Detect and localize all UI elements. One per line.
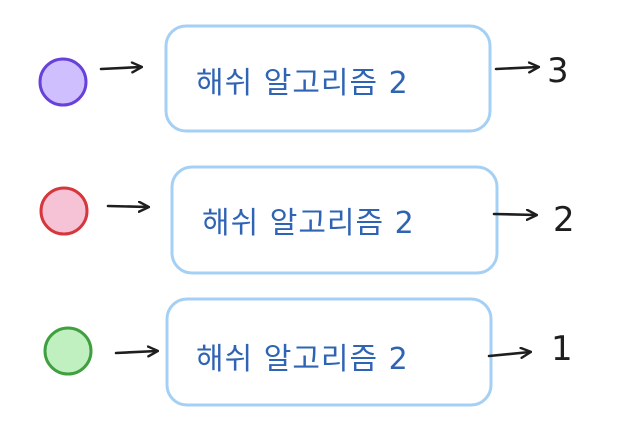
- output-arrow-3: [487, 352, 530, 356]
- output-arrow-2: [492, 214, 536, 215]
- input-arrow-1: [99, 67, 141, 69]
- input-circle-1: [38, 57, 88, 107]
- output-value-3: 1: [551, 329, 573, 369]
- input-arrow-3: [114, 351, 157, 353]
- row-1: [38, 24, 538, 133]
- hash-box-label-3: 해쉬 알고리즘 2: [196, 342, 409, 377]
- input-circle-2: [39, 186, 89, 236]
- input-arrow-2: [106, 206, 148, 207]
- output-value-1: 3: [547, 51, 569, 91]
- input-circle-3: [43, 326, 93, 376]
- output-value-2: 2: [553, 200, 575, 240]
- hash-box-label-2: 해쉬 알고리즘 2: [202, 206, 415, 241]
- hash-box-1: [164, 24, 492, 133]
- row-2: [39, 165, 536, 275]
- output-arrow-1: [494, 67, 538, 69]
- hash-box-3: [165, 297, 493, 407]
- hash-box-2: [170, 165, 499, 275]
- hash-box-label-1: 해쉬 알고리즘 2: [196, 66, 409, 101]
- row-3: [43, 297, 530, 407]
